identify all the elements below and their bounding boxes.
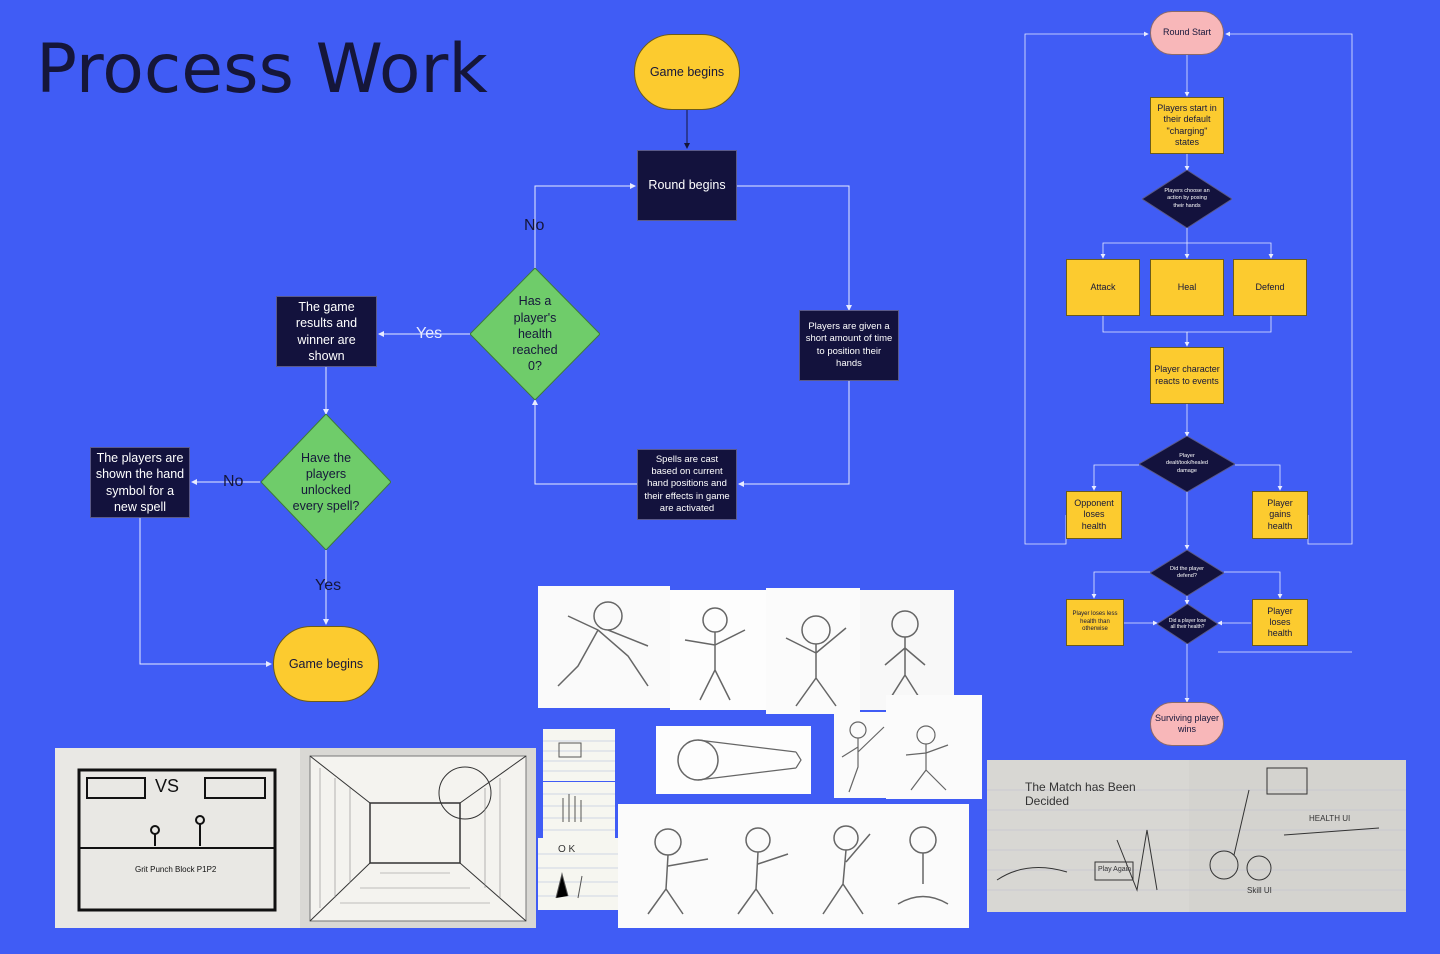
ninja-sketch-icon <box>647 825 949 915</box>
match-sketch-drawing <box>987 789 1189 892</box>
pose-sketch-2 <box>670 590 766 710</box>
hand-symbol-box: The players are shown the hand symbol fo… <box>90 447 190 518</box>
position-hands-box: Players are given a short amount of time… <box>799 310 899 381</box>
dealt-took-text: Player dealt/took/healed damage <box>1166 453 1208 474</box>
round-start-terminal: Round Start <box>1150 11 1224 55</box>
unlocked-check-decision: Have the players unlocked every spell? <box>261 414 391 550</box>
skill-ui-text: Skill UI <box>1247 886 1272 895</box>
yes-label-2: Yes <box>315 577 342 594</box>
diamond-shape <box>261 414 391 550</box>
lose-all-decision: Did a player lose all their health? <box>1157 604 1218 644</box>
health-ui-sketch: HEALTH UI Skill UI <box>1189 760 1406 912</box>
ninja-sketch-icon <box>684 607 746 701</box>
ninja-sketch-icon <box>884 610 926 703</box>
reacts-box: Player character reacts to events <box>1150 347 1224 404</box>
no-label-1: No <box>524 217 545 234</box>
loses-less-box: Player loses less health than otherwise <box>1066 599 1124 646</box>
player-gains-box: Player gains health <box>1252 491 1308 539</box>
hand-card-3: O K <box>538 838 618 910</box>
no-label-2: No <box>223 473 244 490</box>
choose-action-decision: Players choose an action by posing their… <box>1142 170 1232 228</box>
hand-sketch-icon <box>538 853 618 899</box>
vs-sign-text: VS <box>155 776 180 796</box>
diamond-shape <box>1142 170 1232 228</box>
pose-sketch-3 <box>766 588 860 714</box>
diamond-shape <box>470 268 600 400</box>
vs-screen-sketch: Grit Punch Block P1P2 VS <box>55 748 300 928</box>
default-state-box: Players start in their default "charging… <box>1150 97 1224 154</box>
health-ui-drawing <box>1189 767 1406 891</box>
health-check-decision: Has a player's health reached 0? <box>470 268 600 400</box>
arena-sketch-drawing <box>309 755 527 922</box>
end-terminal: Game begins <box>273 626 379 702</box>
hand-card-1 <box>543 729 615 781</box>
loses-health-box: Player loses health <box>1252 599 1308 646</box>
page-title: Process Work <box>36 30 488 109</box>
match-decided-sketch: The Match has Been Decided Play Again <box>987 760 1189 912</box>
round-begins-box: Round begins <box>637 150 737 221</box>
surviving-terminal: Surviving player wins <box>1150 702 1224 746</box>
opponent-loses-box: Opponent loses health <box>1066 491 1122 539</box>
hand-sketch-icon <box>543 740 615 772</box>
health-check-text: Has a player's health reached 0? <box>512 294 558 374</box>
svg-text:Grit Punch Block P1P2: Grit Punch Block P1P2 <box>135 865 217 874</box>
match-decided-text: The Match has Been Decided <box>1025 780 1136 809</box>
unlocked-check-text: Have the players unlocked every spell? <box>292 450 360 514</box>
diamond-shape <box>1139 436 1235 492</box>
spells-cast-box: Spells are cast based on current hand po… <box>637 449 737 520</box>
vs-sketch-drawing: Grit Punch Block P1P2 <box>77 768 277 912</box>
dealt-took-decision: Player dealt/took/healed damage <box>1139 436 1235 492</box>
ninja-sketch-icon <box>905 725 949 791</box>
start-terminal: Game begins <box>634 34 740 110</box>
kick-sketch-2 <box>886 695 982 799</box>
choose-action-text: Players choose an action by posing their… <box>1164 188 1210 209</box>
pose-sketch-4 <box>860 590 954 710</box>
ninja-sketch-icon <box>785 615 847 707</box>
health-ui-text: HEALTH UI <box>1309 814 1351 823</box>
did-defend-text: Did the player defend? <box>1170 565 1204 579</box>
pose-sketch-bottom <box>618 804 969 928</box>
defend-box: Defend <box>1233 259 1307 316</box>
heal-box: Heal <box>1150 259 1224 316</box>
ninja-sketch-icon <box>841 721 885 793</box>
diamond-shape <box>1150 550 1224 596</box>
fireball-sketch <box>656 726 811 794</box>
lose-all-text: Did a player lose all their health? <box>1168 617 1207 630</box>
ninja-sketch-icon <box>557 601 649 687</box>
play-again-text: Play Again <box>1098 866 1132 873</box>
fireball-sketch-drawing <box>677 739 802 781</box>
hand-card-2 <box>543 782 615 838</box>
yes-label-1: Yes <box>416 325 443 342</box>
pose-sketch-1 <box>538 586 670 708</box>
ok-text: O K <box>558 844 576 855</box>
hand-sketch-icon <box>543 793 615 831</box>
attack-box: Attack <box>1066 259 1140 316</box>
results-box: The game results and winner are shown <box>276 296 377 367</box>
arena-sketch <box>300 748 536 928</box>
did-defend-decision: Did the player defend? <box>1150 550 1224 596</box>
diamond-shape <box>1157 604 1218 644</box>
